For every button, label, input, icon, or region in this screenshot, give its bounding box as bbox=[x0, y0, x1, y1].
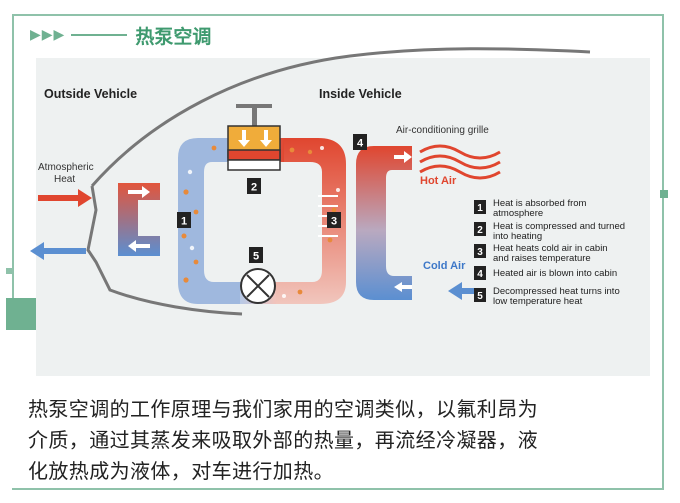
legend-item-2: 2 Heat is compressed and turned into hea… bbox=[474, 221, 625, 242]
svg-text:3: 3 bbox=[477, 247, 483, 258]
header-arrows-icon: ▶▶▶ bbox=[30, 27, 66, 43]
section-title: 热泵空调 bbox=[135, 25, 212, 48]
hot-air-waves-icon bbox=[419, 144, 501, 180]
condenser-pipe bbox=[276, 138, 346, 304]
svg-text:Decompressed heat turns into: Decompressed heat turns into bbox=[493, 286, 620, 297]
frame-dot-right bbox=[660, 190, 668, 198]
hot-air-duct-arrow-icon bbox=[394, 151, 412, 163]
corner-decoration bbox=[6, 298, 38, 330]
svg-text:5: 5 bbox=[253, 251, 259, 263]
inside-vehicle-label: Inside Vehicle bbox=[319, 87, 402, 101]
frame-left-edge bbox=[12, 14, 14, 314]
grille-label: Air-conditioning grille bbox=[396, 125, 489, 136]
svg-text:2: 2 bbox=[477, 225, 483, 236]
cold-air-arrow-icon bbox=[448, 282, 484, 300]
caption-line-1: 热泵空调的工作原理与我们家用的空调类似，以氟利昂为 bbox=[28, 397, 538, 421]
hot-air-label: Hot Air bbox=[420, 175, 457, 187]
legend-item-3: 3 Heat heats cold air in cabin and raise… bbox=[474, 243, 608, 264]
compressor-base bbox=[227, 159, 281, 171]
cabin-air-duct bbox=[356, 146, 412, 300]
exhaust-cold-arrow-icon bbox=[30, 242, 86, 260]
cold-air-duct-arrow-icon bbox=[394, 282, 412, 292]
duct-arrow-out-icon bbox=[128, 240, 150, 252]
outside-vehicle-label: Outside Vehicle bbox=[44, 87, 137, 101]
svg-text:atmosphere: atmosphere bbox=[493, 208, 543, 219]
outside-air-duct bbox=[118, 183, 160, 256]
cold-air-label: Cold Air bbox=[423, 260, 466, 272]
legend-item-5: 5 Decompressed heat turns into low tempe… bbox=[474, 286, 620, 307]
compressor-arrow-left-icon bbox=[238, 130, 250, 147]
frame-dot-left bbox=[6, 268, 12, 274]
svg-text:4: 4 bbox=[477, 269, 483, 280]
step-marker-2: 2 bbox=[247, 178, 261, 194]
step-marker-1: 1 bbox=[177, 212, 191, 228]
svg-text:5: 5 bbox=[477, 291, 483, 302]
header-rule bbox=[71, 34, 128, 36]
section-header: ▶▶▶ 热泵空调 bbox=[30, 22, 211, 48]
step-marker-5: 5 bbox=[249, 247, 263, 263]
svg-text:and raises temperature: and raises temperature bbox=[493, 253, 591, 264]
svg-text:Heat is compressed and turned: Heat is compressed and turned bbox=[493, 221, 625, 232]
duct-arrow-in-icon bbox=[128, 186, 150, 198]
caption-line-2: 介质，通过其蒸发来吸取外部的热量，再流经冷凝器，液 bbox=[28, 428, 538, 452]
atmospheric-label-1: Atmospheric bbox=[38, 162, 94, 173]
svg-text:Heat is absorbed from: Heat is absorbed from bbox=[493, 198, 587, 209]
svg-text:Heated air is blown into cabin: Heated air is blown into cabin bbox=[493, 268, 617, 279]
svg-text:1: 1 bbox=[181, 216, 187, 228]
legend-item-1: 1 Heat is absorbed from atmosphere bbox=[474, 198, 587, 219]
atmospheric-heat-arrow-icon bbox=[38, 189, 92, 207]
svg-text:4: 4 bbox=[357, 138, 364, 150]
frame-bottom-edge bbox=[14, 488, 664, 490]
svg-text:Heat heats cold air in cabin: Heat heats cold air in cabin bbox=[493, 243, 608, 254]
caption-text: 热泵空调的工作原理与我们家用的空调类似，以氟利昂为 介质，通过其蒸发来吸取外部的… bbox=[28, 394, 658, 487]
svg-text:into heating: into heating bbox=[493, 231, 542, 242]
svg-text:1: 1 bbox=[477, 203, 483, 214]
compressor-arrow-right-icon bbox=[260, 130, 272, 147]
svg-text:3: 3 bbox=[331, 216, 337, 228]
svg-text:2: 2 bbox=[251, 182, 257, 194]
step-marker-3: 3 bbox=[327, 212, 341, 228]
car-front-outline bbox=[86, 185, 243, 316]
caption-line-3: 化放热成为液体，对车进行加热。 bbox=[28, 459, 334, 483]
refrigerant-bubbles bbox=[181, 145, 337, 297]
step-marker-4: 4 bbox=[353, 134, 367, 150]
evaporator-pipe bbox=[178, 138, 240, 304]
svg-text:low temperature heat: low temperature heat bbox=[493, 296, 583, 307]
compressor-chamber bbox=[227, 149, 281, 161]
legend-item-4: 4 Heated air is blown into cabin bbox=[474, 266, 617, 280]
compressor-shaft bbox=[252, 106, 257, 130]
car-roof-outline bbox=[90, 47, 591, 187]
atmospheric-label-2: Heat bbox=[54, 174, 75, 185]
